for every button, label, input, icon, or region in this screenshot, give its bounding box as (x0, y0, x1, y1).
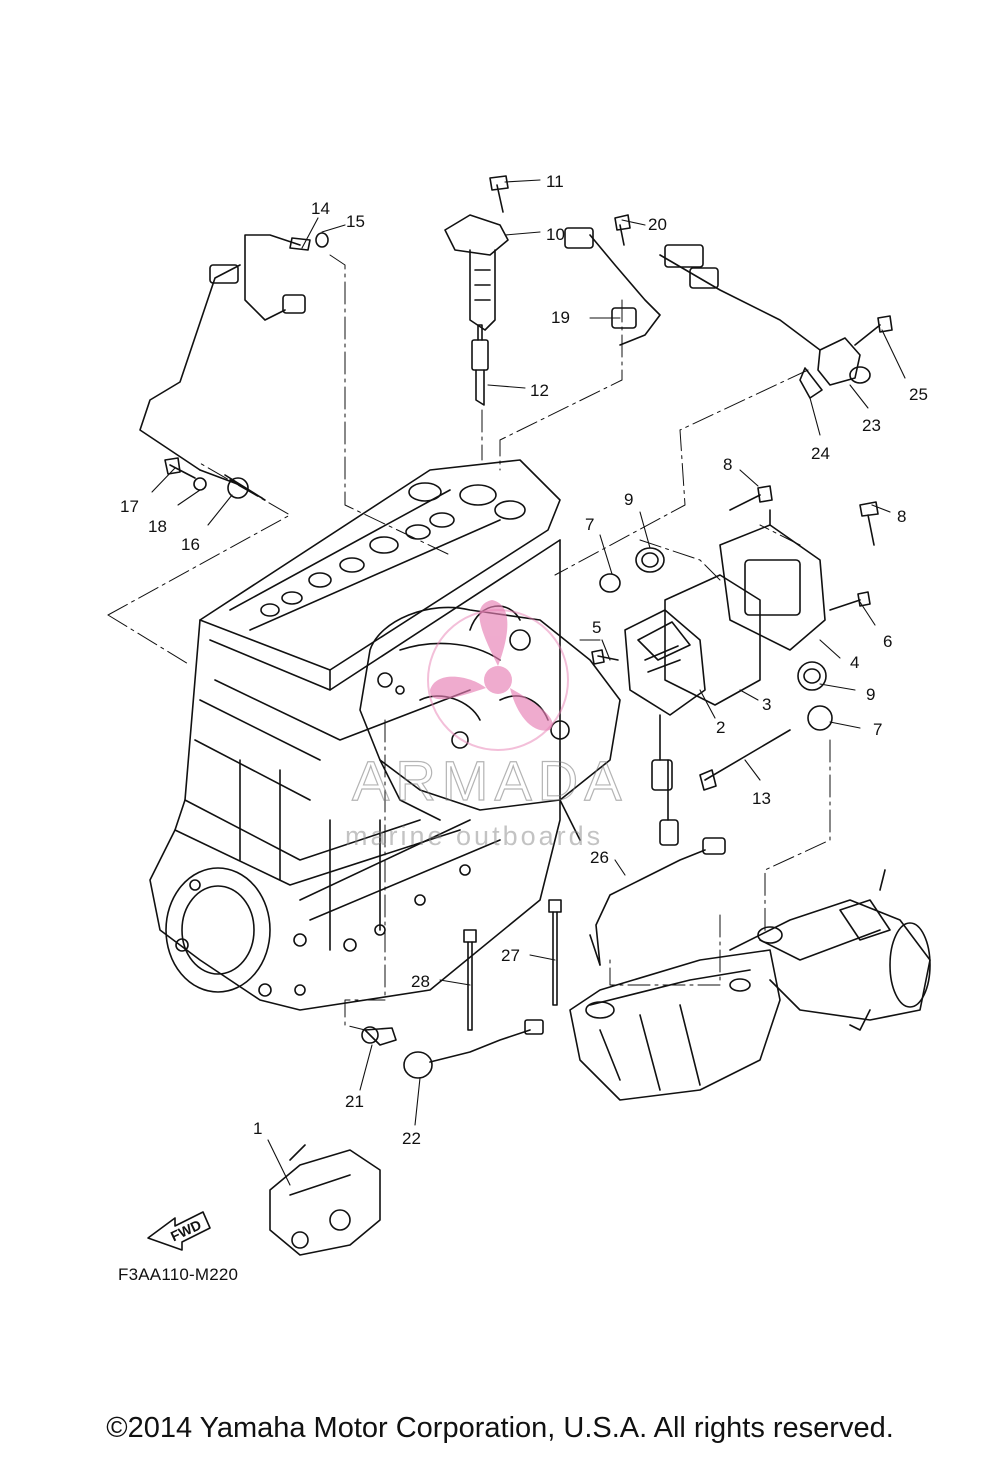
callout-22: 22 (402, 1129, 421, 1148)
assembly-lines (107, 254, 831, 1031)
part-5 (591, 649, 619, 665)
callout-8b: 8 (897, 507, 906, 526)
fwd-arrow (147, 1211, 211, 1251)
part-18 (193, 477, 207, 491)
part-15 (315, 232, 329, 248)
armada-watermark: ARMADA marine outboards (345, 600, 628, 851)
copyright-notice: ©2014 Yamaha Motor Corporation, U.S.A. A… (106, 1412, 894, 1444)
part-21 (361, 1026, 397, 1046)
callout-7b: 7 (873, 720, 882, 739)
part-12 (471, 324, 489, 406)
part-19 (564, 227, 661, 346)
callout-25: 25 (909, 385, 928, 404)
callout-11: 11 (546, 172, 564, 191)
part-7-upper (599, 573, 621, 593)
part-22 (403, 1019, 544, 1079)
callout-18: 18 (148, 517, 167, 536)
watermark-tagline: marine outboards (345, 821, 603, 851)
callout-20: 20 (648, 215, 667, 234)
callout-9b: 9 (866, 685, 875, 704)
callout-17: 17 (120, 497, 139, 516)
part-8-lower (859, 501, 879, 546)
part-20 (614, 214, 631, 246)
part-23 (659, 244, 871, 386)
part-14 (244, 234, 311, 321)
diagram-code: F3AA110-M220 (118, 1265, 239, 1284)
callout-26: 26 (590, 848, 609, 867)
part-8-upper (729, 485, 773, 511)
propeller-logo-icon (430, 600, 553, 731)
callout-28: 28 (411, 972, 430, 991)
callout-3: 3 (762, 695, 771, 714)
callout-15: 15 (346, 212, 365, 231)
part-28 (463, 929, 477, 1031)
callout-6: 6 (883, 632, 892, 651)
part-4 (719, 509, 826, 651)
callout-21: 21 (345, 1092, 364, 1111)
callout-13: 13 (752, 789, 771, 808)
callout-2: 2 (716, 718, 725, 737)
callout-27: 27 (501, 946, 520, 965)
callout-24: 24 (811, 444, 830, 463)
callout-14: 14 (311, 199, 330, 218)
callout-5: 5 (592, 618, 601, 637)
part-3 (664, 574, 761, 706)
callout-19: 19 (551, 308, 570, 327)
part-1 (269, 1144, 381, 1256)
part-17 (164, 457, 196, 479)
part-10 (444, 214, 509, 331)
engine-block (149, 459, 621, 1011)
callout-8a: 8 (723, 455, 732, 474)
watermark-name: ARMADA (352, 749, 628, 812)
part-13 (699, 729, 791, 791)
callout-numbers: 1 2 3 4 5 6 7 7 8 8 9 9 10 11 12 13 14 1… (120, 172, 928, 1148)
callout-10: 10 (546, 225, 565, 244)
part-26 (589, 837, 726, 966)
part-9-upper (635, 547, 665, 573)
leader-lines (151, 179, 906, 1186)
callout-7a: 7 (585, 515, 594, 534)
callout-16: 16 (181, 535, 200, 554)
callout-9a: 9 (624, 490, 633, 509)
part-25 (854, 315, 893, 346)
callout-1: 1 (253, 1119, 262, 1138)
callout-4: 4 (850, 653, 859, 672)
part-7-lower (807, 705, 833, 731)
part-27 (548, 899, 562, 1006)
part-6 (829, 591, 871, 611)
part-9-lower (797, 661, 827, 691)
exhaust-assembly (569, 869, 931, 1101)
part-11 (489, 175, 509, 213)
callout-23: 23 (862, 416, 881, 435)
callout-12: 12 (530, 381, 549, 400)
